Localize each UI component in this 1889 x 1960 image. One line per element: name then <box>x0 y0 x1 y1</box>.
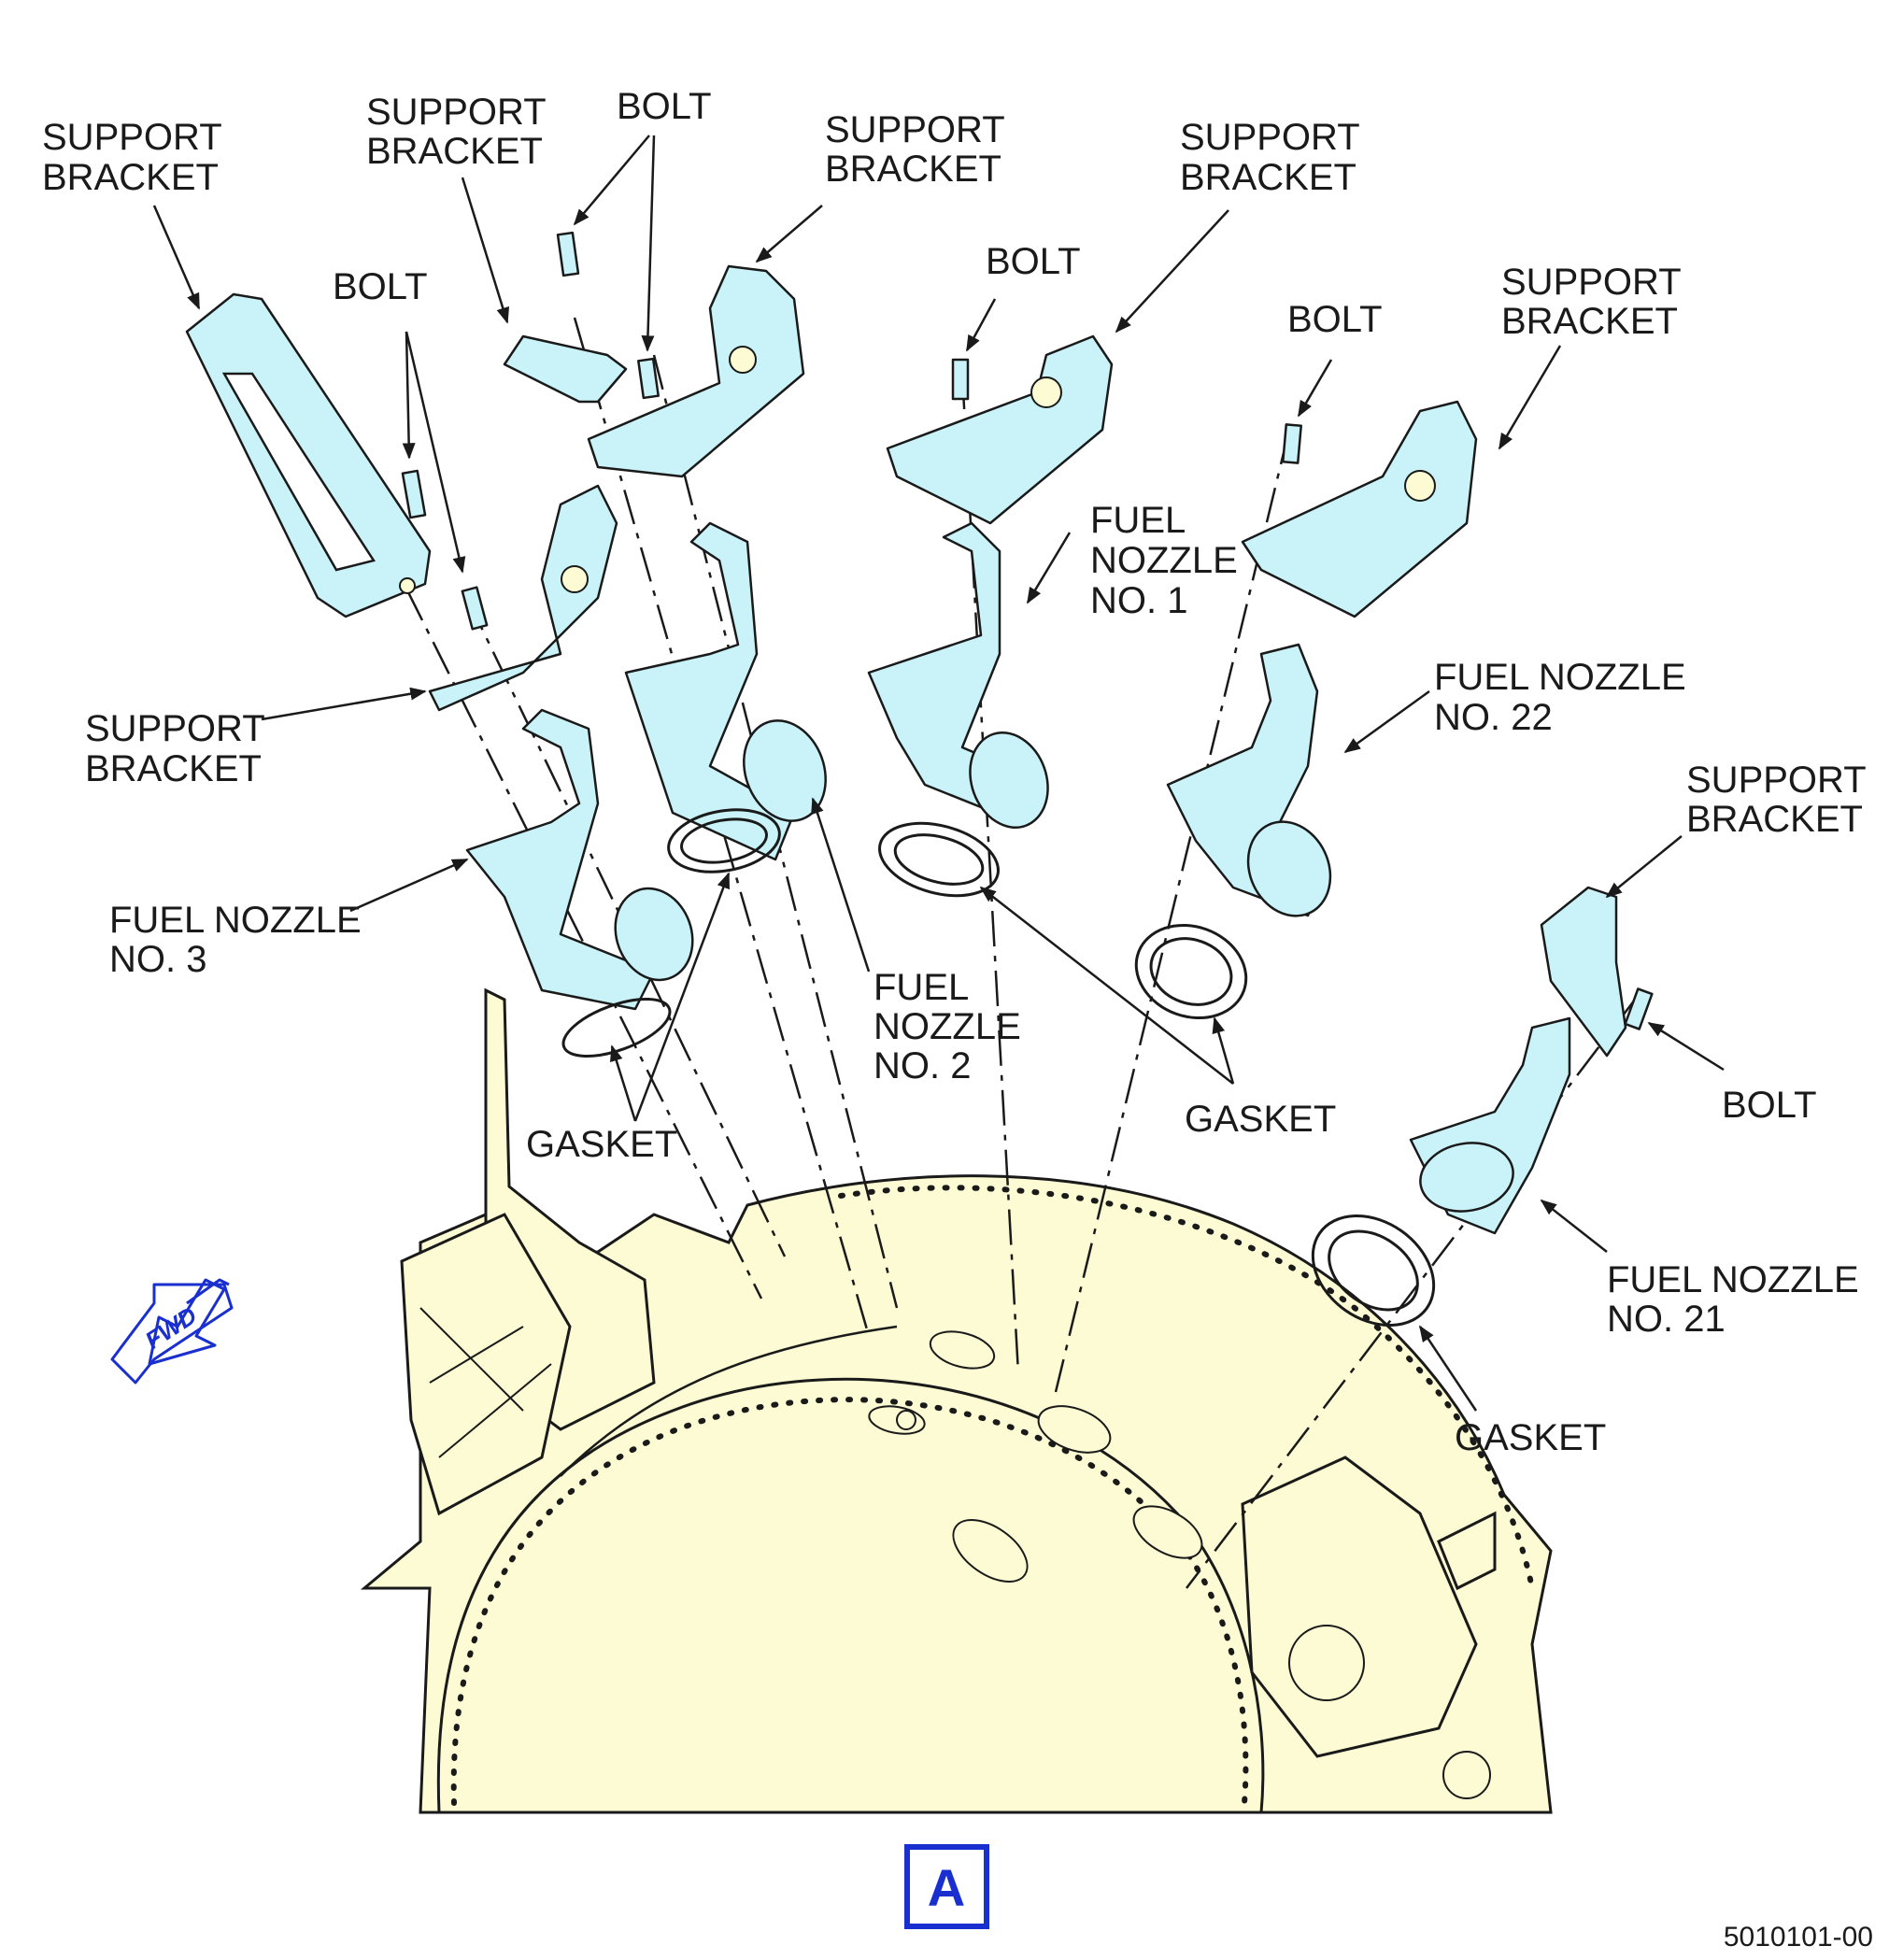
support-bracket-center <box>886 334 1114 525</box>
support-bracket-top-mid-left <box>503 334 628 404</box>
svg-text:BRACKET: BRACKET <box>1686 799 1863 840</box>
label-bolt-center: BOLT <box>986 241 1081 282</box>
svg-text:NOZZLE: NOZZLE <box>1090 540 1238 581</box>
svg-text:BRACKET: BRACKET <box>1180 157 1356 198</box>
label-bolt-left: BOLT <box>333 266 428 307</box>
svg-text:NO. 2: NO. 2 <box>873 1045 971 1087</box>
label-bolt-right: BOLT <box>1287 299 1383 340</box>
bolt-4 <box>1282 423 1302 464</box>
svg-text:BRACKET: BRACKET <box>42 157 219 198</box>
leader-lines <box>152 135 1725 1412</box>
bolt-1 <box>401 469 489 631</box>
fuel-nozzle-no22 <box>1166 643 1332 917</box>
fuel-nozzle-no21 <box>1409 1016 1571 1235</box>
svg-text:SUPPORT: SUPPORT <box>1180 117 1360 158</box>
support-bracket-left <box>185 292 432 618</box>
fwd-arrow-icon: FWD <box>110 1278 234 1385</box>
gasket-no21 <box>1311 1214 1436 1328</box>
figure-id: 5010101-00 <box>1724 1922 1873 1953</box>
label-gasket-center: GASKET <box>1185 1099 1336 1140</box>
svg-text:FUEL NOZZLE: FUEL NOZZLE <box>1607 1259 1859 1300</box>
svg-text:NO. 21: NO. 21 <box>1607 1299 1726 1340</box>
label-bolt-far-right: BOLT <box>1722 1085 1817 1126</box>
svg-text:FUEL NOZZLE: FUEL NOZZLE <box>1434 657 1686 698</box>
gasket-no3 <box>561 998 672 1058</box>
label-bolt-top: BOLT <box>617 86 712 127</box>
svg-text:SUPPORT: SUPPORT <box>42 117 222 158</box>
label-support-bracket-6: SUPPORT BRACKET <box>1686 760 1867 840</box>
view-label: A <box>928 1858 965 1917</box>
bolt-5 <box>1624 987 1654 1030</box>
svg-text:BRACKET: BRACKET <box>825 149 1001 190</box>
support-bracket-far-right <box>1540 886 1627 1058</box>
label-support-bracket-7: SUPPORT BRACKET <box>85 708 265 789</box>
gasket-no1 <box>878 821 1000 898</box>
svg-text:NO. 1: NO. 1 <box>1090 580 1187 621</box>
fuel-nozzle-no1 <box>867 521 1049 829</box>
label-support-bracket-3: SUPPORT BRACKET <box>825 109 1005 190</box>
svg-text:BRACKET: BRACKET <box>366 131 543 172</box>
label-fuel-nozzle-no2: FUEL NOZZLE NO. 2 <box>873 967 1021 1087</box>
svg-text:SUPPORT: SUPPORT <box>1686 760 1867 801</box>
bolt-3 <box>951 358 970 401</box>
gasket-no22 <box>1134 923 1248 1020</box>
fuel-nozzle-no3 <box>465 708 694 1011</box>
bolt-2 <box>556 231 660 400</box>
label-fuel-nozzle-no3: FUEL NOZZLE NO. 3 <box>109 900 362 980</box>
label-fuel-nozzle-no21: FUEL NOZZLE NO. 21 <box>1607 1259 1859 1340</box>
svg-text:SUPPORT: SUPPORT <box>366 92 547 133</box>
view-indicator: A <box>904 1844 989 1929</box>
label-support-bracket-4: SUPPORT BRACKET <box>1180 117 1360 198</box>
combustion-case <box>360 987 1553 1814</box>
gasket-no2 <box>667 808 781 873</box>
label-support-bracket-5: SUPPORT BRACKET <box>1501 262 1682 342</box>
support-bracket-top-mid <box>587 264 805 478</box>
svg-text:BRACKET: BRACKET <box>1501 301 1678 342</box>
label-gasket-right: GASKET <box>1455 1417 1606 1458</box>
svg-text:FUEL: FUEL <box>873 967 969 1008</box>
support-bracket-mid-left <box>428 484 618 712</box>
svg-text:NO. 3: NO. 3 <box>109 939 206 980</box>
label-fuel-nozzle-no22: FUEL NOZZLE NO. 22 <box>1434 657 1686 738</box>
svg-text:NO. 22: NO. 22 <box>1434 697 1553 738</box>
label-gasket-left: GASKET <box>526 1124 677 1165</box>
svg-text:FUEL: FUEL <box>1090 500 1186 541</box>
support-bracket-right <box>1241 400 1478 618</box>
label-support-bracket-1: SUPPORT BRACKET <box>42 117 222 198</box>
label-support-bracket-2: SUPPORT BRACKET <box>366 92 547 172</box>
svg-text:SUPPORT: SUPPORT <box>825 109 1005 150</box>
svg-text:SUPPORT: SUPPORT <box>1501 262 1682 303</box>
label-fuel-nozzle-no1: FUEL NOZZLE NO. 1 <box>1090 500 1238 621</box>
svg-text:BRACKET: BRACKET <box>85 748 262 789</box>
svg-text:FUEL NOZZLE: FUEL NOZZLE <box>109 900 362 941</box>
svg-text:NOZZLE: NOZZLE <box>873 1006 1021 1047</box>
svg-text:SUPPORT: SUPPORT <box>85 708 265 749</box>
